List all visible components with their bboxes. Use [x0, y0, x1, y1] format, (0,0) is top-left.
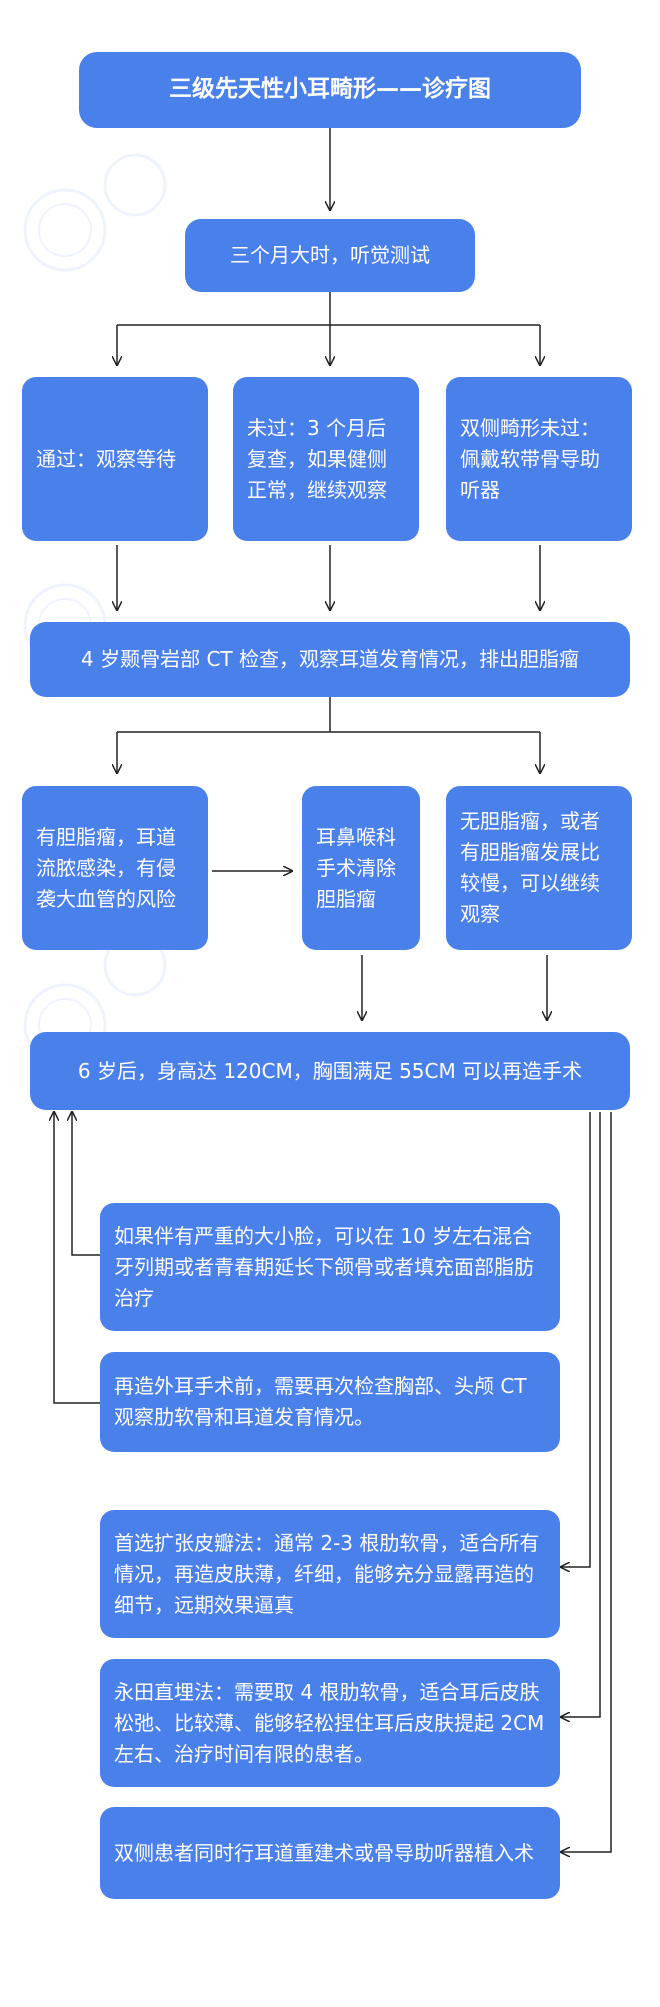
surgery-branch: 耳鼻喉科手术清除胆脂瘤 [302, 786, 420, 950]
pass-branch: 通过：观察等待 [22, 377, 208, 541]
cholesteatoma-branch: 有胆脂瘤，耳道流脓感染，有侵袭大血管的风险 [22, 786, 208, 950]
face-asymmetry-note: 如果伴有严重的大小脸，可以在 10 岁左右混合牙列期或者青春期延长下颌骨或者填充… [100, 1203, 560, 1331]
no-cholesteatoma-branch: 无胆脂瘤，或者有胆脂瘤发展比较慢，可以继续观察 [446, 786, 632, 950]
reconstruction-criteria-step: 6 岁后，身高达 120CM，胸围满足 55CM 可以再造手术 [30, 1032, 630, 1110]
hearing-test-step: 三个月大时，听觉测试 [185, 219, 475, 292]
nagata-option: 永田直埋法：需要取 4 根肋软骨，适合耳后皮肤松弛、比较薄、能够轻松捏住耳后皮肤… [100, 1659, 560, 1787]
ct-exam-step: 4 岁颞骨岩部 CT 检查，观察耳道发育情况，排出胆脂瘤 [30, 622, 630, 697]
fail-branch: 未过：3 个月后复查，如果健侧正常，继续观察 [233, 377, 419, 541]
expansion-flap-option: 首选扩张皮瓣法：通常 2-3 根肋软骨，适合所有情况，再造皮肤薄，纤细，能够充分… [100, 1510, 560, 1638]
bilateral-branch: 双侧畸形未过：佩戴软带骨导助听器 [446, 377, 632, 541]
page-title: 三级先天性小耳畸形——诊疗图 [79, 52, 581, 128]
bilateral-option: 双侧患者同时行耳道重建术或骨导助听器植入术 [100, 1807, 560, 1899]
pre-surgery-check-note: 再造外耳手术前，需要再次检查胸部、头颅 CT 观察肋软骨和耳道发育情况。 [100, 1352, 560, 1452]
